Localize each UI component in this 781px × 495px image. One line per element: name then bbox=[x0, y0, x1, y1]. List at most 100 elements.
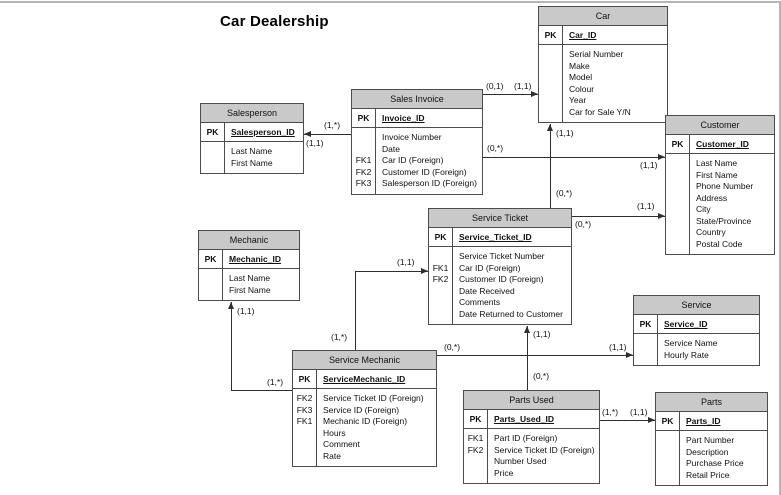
entity-title: Parts Used bbox=[464, 391, 599, 410]
pk-row: PK Parts_Used_ID bbox=[464, 410, 599, 429]
arrowhead-icon bbox=[648, 417, 655, 423]
relationship-line-serviceticket-car bbox=[550, 124, 551, 208]
fk-badges-column bbox=[634, 334, 658, 365]
primary-key-name: Salesperson_ID bbox=[231, 127, 295, 137]
attribute-names-column: Part ID (Foreign)Service Ticket ID (Fore… bbox=[488, 429, 599, 483]
attribute-name: Date Received bbox=[459, 285, 515, 296]
pk-row: PK Parts_ID bbox=[656, 412, 767, 431]
relationship-line-serviceticket-customer bbox=[572, 216, 665, 217]
arrowhead-icon bbox=[228, 302, 234, 309]
attribute-name: Country bbox=[696, 227, 726, 237]
arrowhead-icon bbox=[626, 352, 633, 358]
pk-badge: PK bbox=[199, 250, 223, 268]
relationship-line-salesinvoice-salesperson bbox=[304, 134, 351, 135]
attribute-name: City bbox=[696, 204, 711, 214]
fk-badges-column bbox=[656, 431, 680, 485]
attribute-name: Salesperson ID (Foreign) bbox=[382, 178, 477, 188]
cardinality-label: (0,*) bbox=[556, 188, 573, 198]
attribute-name: Service Ticket ID (Foreign) bbox=[323, 393, 424, 403]
primary-key-name: Customer_ID bbox=[696, 139, 749, 149]
attribute-name: Service ID (Foreign) bbox=[323, 404, 400, 415]
entity-service-mechanic[interactable]: Service Mechanic PK ServiceMechanic_ID F… bbox=[292, 350, 437, 467]
cardinality-label: (1,1) bbox=[237, 306, 255, 316]
cardinality-label: (1,1) bbox=[533, 329, 551, 339]
attribute-name: Date bbox=[382, 143, 400, 154]
cardinality-label: (1,1) bbox=[637, 201, 655, 211]
relationship-line-servicemechanic-serviceticket bbox=[355, 271, 356, 350]
attribute-name: Retail Price bbox=[686, 469, 730, 480]
attribute-name: Service Name bbox=[664, 338, 718, 348]
cardinality-label: (0,*) bbox=[487, 143, 504, 153]
pk-row: PK Car_ID bbox=[539, 26, 667, 45]
attribute-name: First Name bbox=[231, 157, 273, 168]
cardinality-label: (1,1) bbox=[630, 407, 648, 417]
attribute-name: Purchase Price bbox=[686, 458, 744, 468]
fk-badges-column bbox=[539, 45, 563, 122]
attribute-name: Serial Number bbox=[569, 49, 624, 59]
cardinality-label: (1,1) bbox=[609, 342, 627, 352]
entity-title: Service Mechanic bbox=[293, 351, 436, 370]
pk-badge: PK bbox=[634, 315, 658, 333]
pk-row: PK Service_ID bbox=[634, 315, 759, 334]
attribute-name: Price bbox=[494, 467, 514, 478]
attribute-name: Service Ticket Number bbox=[459, 251, 545, 261]
primary-key-name: Mechanic_ID bbox=[229, 254, 281, 264]
attribute-name: Last Name bbox=[229, 273, 271, 283]
relationship-line-salesinvoice-car bbox=[483, 94, 538, 95]
fk-badge: FK1 bbox=[467, 433, 484, 443]
entity-title: Customer bbox=[666, 116, 774, 135]
attribute-name: Car ID (Foreign) bbox=[459, 262, 521, 273]
attribute-name: Colour bbox=[569, 83, 595, 94]
attribute-name: Hourly Rate bbox=[664, 349, 709, 360]
cardinality-label: (0,1) bbox=[486, 81, 504, 91]
entity-title: Service Ticket bbox=[429, 209, 571, 228]
arrowhead-icon bbox=[531, 91, 538, 97]
pk-row: PK ServiceMechanic_ID bbox=[293, 370, 436, 389]
arrowhead-icon bbox=[421, 268, 428, 274]
cardinality-label: (1,1) bbox=[306, 138, 324, 148]
cardinality-label: (1,1) bbox=[556, 128, 574, 138]
entity-title: Parts bbox=[656, 393, 767, 412]
pk-row: PK Service_Ticket_ID bbox=[429, 228, 571, 247]
fk-badge: FK2 bbox=[467, 444, 484, 455]
attribute-name: Service Ticket ID (Foreign) bbox=[494, 444, 595, 455]
arrowhead-icon bbox=[304, 131, 311, 137]
cardinality-label: (0,*) bbox=[575, 219, 592, 229]
attribute-name: Model bbox=[569, 72, 593, 82]
relationship-line-partsused-serviceticket bbox=[527, 326, 528, 390]
cardinality-label: (1,*) bbox=[602, 407, 619, 417]
pk-badge: PK bbox=[429, 228, 453, 246]
canvas-top-border bbox=[0, 1, 781, 3]
primary-key-name: Invoice_ID bbox=[382, 113, 425, 123]
arrowhead-icon bbox=[547, 124, 553, 131]
attribute-name: Date Returned to Customer bbox=[459, 308, 563, 319]
pk-row: PK Customer_ID bbox=[666, 135, 774, 154]
attribute-name: Phone Number bbox=[696, 181, 754, 191]
attribute-name: Postal Code bbox=[696, 238, 743, 249]
cardinality-label: (1,*) bbox=[324, 120, 341, 130]
cardinality-label: (1,1) bbox=[397, 257, 415, 267]
attribute-name: Rate bbox=[323, 450, 341, 461]
pk-row: PK Mechanic_ID bbox=[199, 250, 299, 269]
